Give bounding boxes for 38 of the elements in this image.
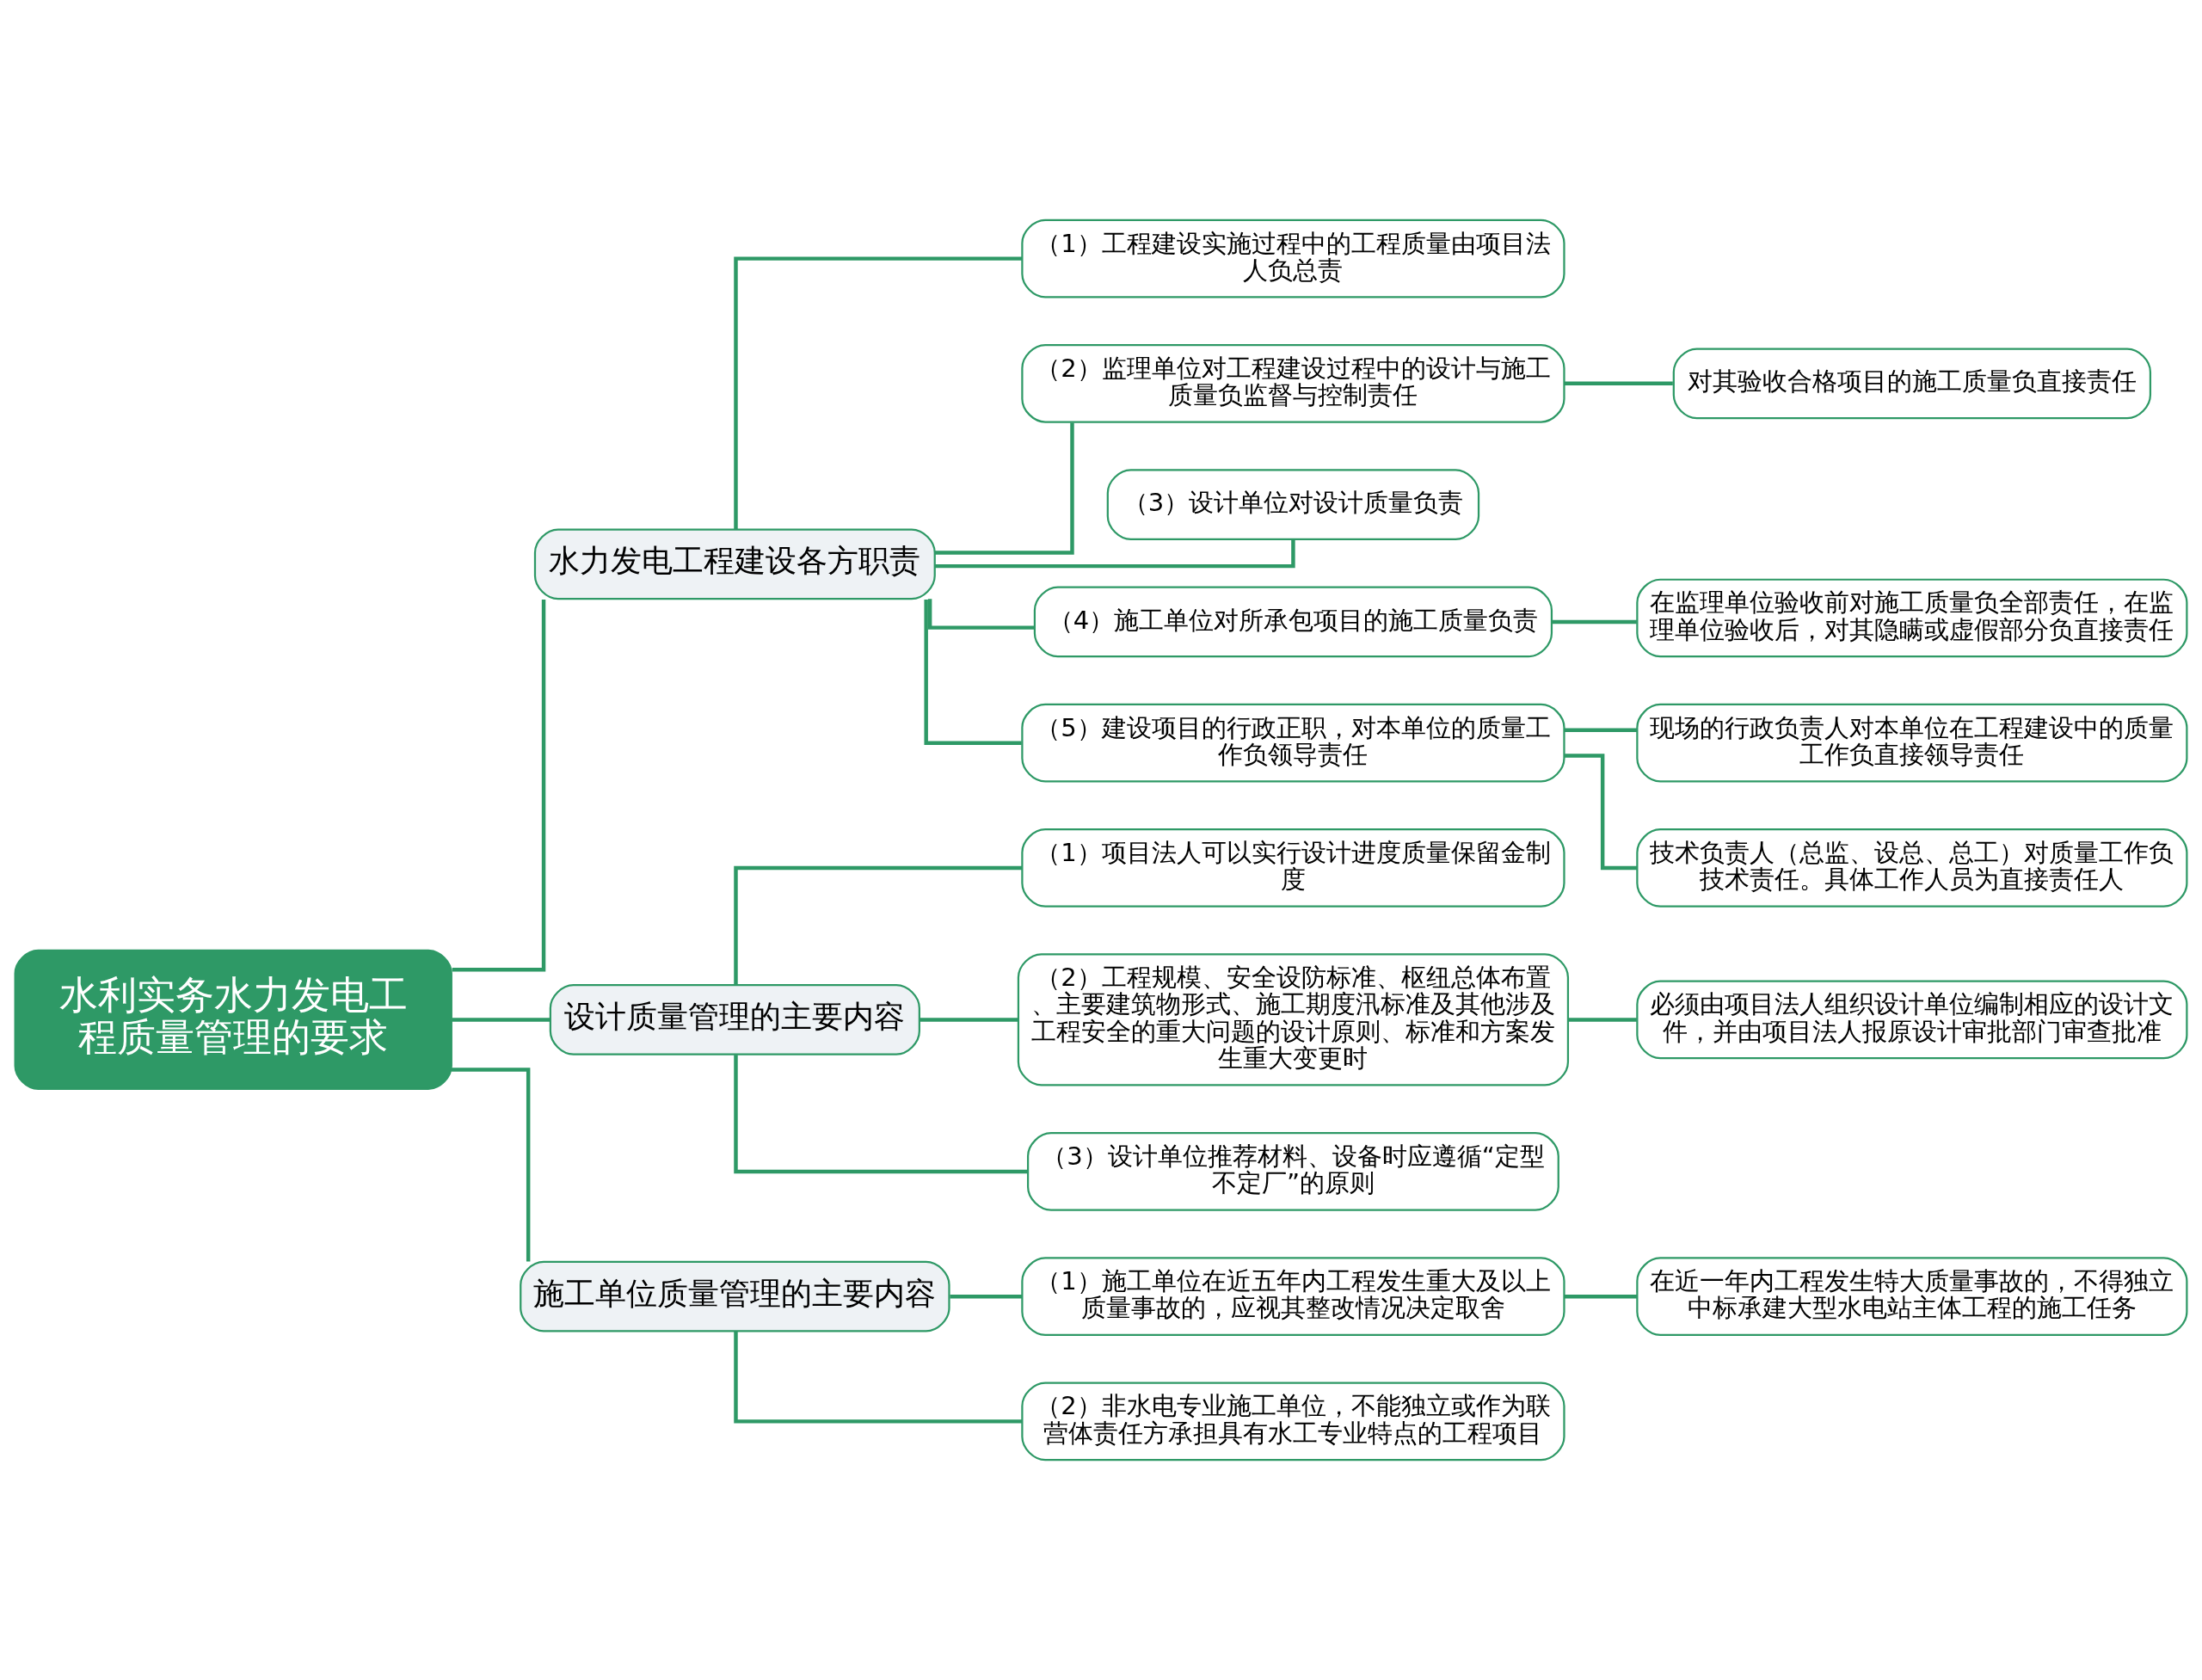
node-box: （3）设计单位推荐材料、设备时应遵循“定型不定厂”的原则	[1027, 1132, 1559, 1211]
connector	[924, 599, 1022, 745]
connector	[1565, 728, 1638, 732]
connector	[1565, 1294, 1638, 1299]
connector	[734, 1055, 1028, 1174]
node-box: 现场的行政负责人对本单位在工程建设中的质量工作负直接领导责任	[1636, 703, 2188, 783]
node-box: （2）监理单位对工程建设过程中的设计与施工质量负监督与控制责任	[1021, 344, 1565, 423]
connector	[452, 1018, 550, 1022]
connector	[1568, 1018, 1637, 1022]
node-box: （1）工程建设实施过程中的工程质量由项目法人负总责	[1021, 218, 1565, 298]
node-box: 水利实务水力发电工程质量管理的要求	[14, 949, 452, 1090]
connector	[1552, 619, 1637, 625]
node-box: 必须由项目法人组织设计单位编制相应的设计文件，并由项目法人报原设计审批部门审查批准	[1636, 980, 2188, 1060]
node-box: 对其验收合格项目的施工质量负直接责任	[1672, 348, 2152, 420]
connector	[950, 1294, 1023, 1299]
connector	[734, 1331, 1022, 1424]
connector	[934, 539, 1295, 569]
node-box: 在近一年内工程发生特大质量事故的，不得独立中标承建大型水电站主体工程的施工任务	[1636, 1257, 2188, 1336]
connector	[927, 599, 1035, 630]
node-box: 在监理单位验收前对施工质量负全部责任，在监理单位验收后，对其隐瞒或虚假部分负直接责任	[1636, 578, 2188, 658]
node-box: 水力发电工程建设各方职责	[533, 528, 936, 600]
node-box: 设计质量管理的主要内容	[549, 984, 920, 1055]
connector	[1565, 381, 1673, 386]
node-box: （3）设计单位对设计质量负责	[1106, 469, 1480, 540]
node-box: （1）项目法人可以实行设计进度质量保留金制度	[1021, 828, 1565, 908]
connector	[734, 256, 1022, 530]
node-box: 技术负责人（总监、设总、总工）对质量工作负技术责任。具体工作人员为直接责任人	[1636, 828, 2188, 908]
connector	[451, 1068, 531, 1262]
node-box: （4）施工单位对所承包项目的施工质量负责	[1033, 586, 1553, 658]
node-box: （1）施工单位在近五年内工程发生重大及以上质量事故的，应视其整改情况决定取舍	[1021, 1257, 1565, 1336]
node-box: （2）工程规模、安全设防标准、枢纽总体布置、主要建筑物形式、施工期度汛标准及其他涉及工程安全的重大问题的设计原则、标准和方案发生重大变更时	[1017, 953, 1570, 1086]
connector	[935, 422, 1074, 555]
node-box: （5）建设项目的行政正职，对本单位的质量工作负领导责任	[1021, 703, 1565, 783]
connector	[920, 1018, 1018, 1022]
connector	[734, 865, 1022, 985]
node-box: 施工单位质量管理的主要内容	[520, 1260, 950, 1332]
connector	[452, 599, 546, 972]
node-box: （2）非水电专业施工单位，不能独立或作为联营体责任方承担具有水工专业特点的工程项目	[1021, 1382, 1565, 1462]
